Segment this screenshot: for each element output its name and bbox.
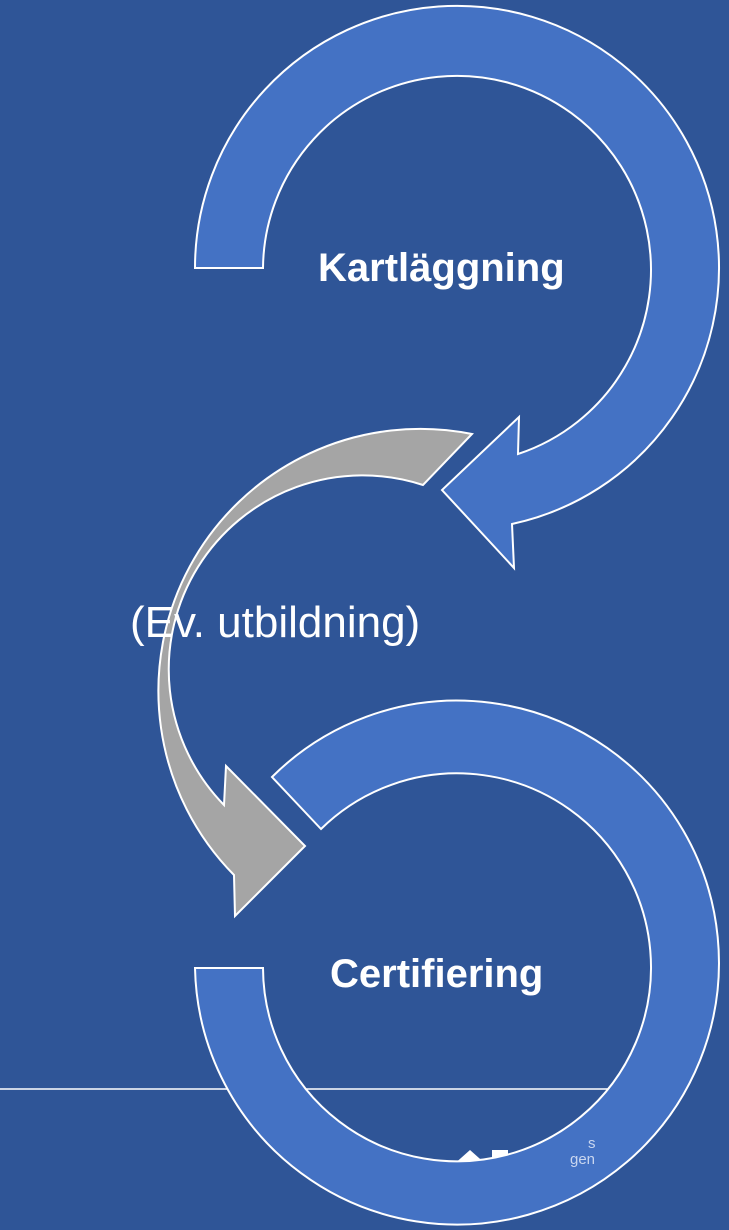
logo-text-line1: s <box>588 1135 596 1152</box>
kartlaggning-arrow <box>193 4 720 571</box>
utbildning-arrow <box>157 427 474 919</box>
step-label-kartlaggning: Kartläggning <box>318 246 565 290</box>
logo-text-line2: gen <box>570 1151 596 1168</box>
logo-text: s gen <box>570 1135 596 1168</box>
step-label-utbildning: (Ev. utbildning) <box>130 598 421 647</box>
certifiering-arc <box>193 699 720 1226</box>
step-label-certifiering: Certifiering <box>330 952 544 996</box>
